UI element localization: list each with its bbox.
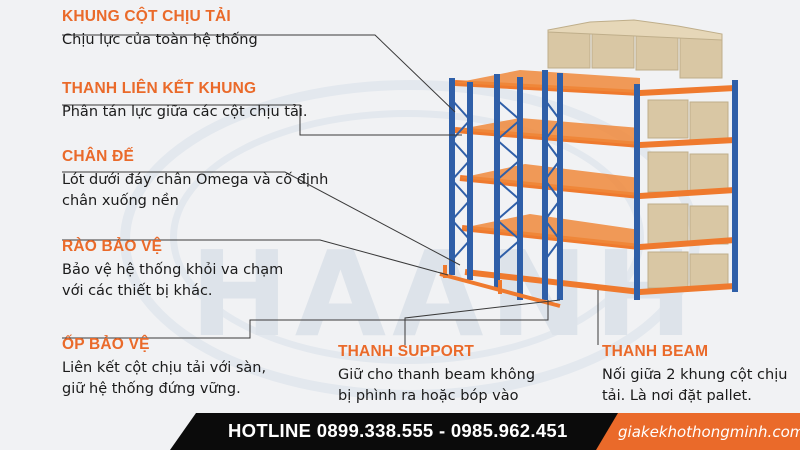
label-thanh-support: THANH SUPPORT Giữ cho thanh beam không b… <box>338 343 535 407</box>
label-desc: Liên kết cột chịu tải với sàn, giữ hệ th… <box>62 358 266 400</box>
label-desc: Chịu lực của toàn hệ thống <box>62 32 258 48</box>
label-title: KHUNG CỘT CHỊU TẢI <box>62 8 231 25</box>
label-op-bao-ve: ỐP BẢO VỆ Liên kết cột chịu tải với sàn,… <box>62 336 266 400</box>
label-desc: Lót dưới đáy chân Omega và cố định chân … <box>62 170 328 212</box>
label-desc: Nối giữa 2 khung cột chịu tải. Là nơi đặ… <box>602 365 787 407</box>
label-chan-de: CHÂN ĐẾ Lót dưới đáy chân Omega và cố đị… <box>62 148 328 212</box>
pallet-boxes <box>547 19 729 289</box>
label-desc-line: tải. Là nơi đặt pallet. <box>602 388 752 404</box>
label-title: RÀO BẢO VỆ <box>62 238 163 255</box>
label-desc: Giữ cho thanh beam không bị phình ra hoặ… <box>338 365 535 407</box>
label-desc-line: Liên kết cột chịu tải với sàn, <box>62 360 267 376</box>
label-title: CHÂN ĐẾ <box>62 148 135 165</box>
label-title: THANH BEAM <box>602 343 709 360</box>
watermark-logo: HAANH <box>190 225 699 363</box>
label-desc-line: Bảo vệ hệ thống khỏi va chạm <box>62 262 284 278</box>
uprights <box>449 70 738 300</box>
label-desc: Phân tán lực giữa các cột chịu tải. <box>62 104 308 120</box>
label-khung-cot: KHUNG CỘT CHỊU TẢI Chịu lực của toàn hệ … <box>62 8 258 51</box>
label-thanh-lien-ket: THANH LIÊN KẾT KHUNG Phân tán lực giữa c… <box>62 80 307 123</box>
label-thanh-beam: THANH BEAM Nối giữa 2 khung cột chịu tải… <box>602 343 787 407</box>
label-desc: Bảo vệ hệ thống khỏi va chạm với các thi… <box>62 260 283 302</box>
hotline-text[interactable]: HOTLINE 0899.338.555 - 0985.962.451 <box>228 420 568 441</box>
label-desc-line: Lót dưới đáy chân Omega và cố định <box>62 172 329 188</box>
website-badge <box>596 413 800 450</box>
label-rao-bao-ve: RÀO BẢO VỆ Bảo vệ hệ thống khỏi va chạm … <box>62 238 283 302</box>
label-desc-line: Nối giữa 2 khung cột chịu <box>602 367 788 383</box>
label-desc-line: chân xuống nền <box>62 193 179 209</box>
website-link[interactable]: giakekhothongminh.com <box>618 423 800 441</box>
label-title: ỐP BẢO VỆ <box>62 336 150 353</box>
background-arc <box>170 110 644 364</box>
label-desc-line: với các thiết bị khác. <box>62 283 213 299</box>
upright-bracing <box>450 99 562 261</box>
label-title: THANH LIÊN KẾT KHUNG <box>62 80 257 97</box>
label-desc-line: giữ hệ thống đứng vững. <box>62 381 241 397</box>
guard-rail <box>439 265 561 308</box>
label-desc-line: Giữ cho thanh beam không <box>338 367 536 383</box>
label-title: THANH SUPPORT <box>338 343 475 360</box>
label-desc-line: bị phình ra hoặc bóp vào <box>338 388 519 404</box>
